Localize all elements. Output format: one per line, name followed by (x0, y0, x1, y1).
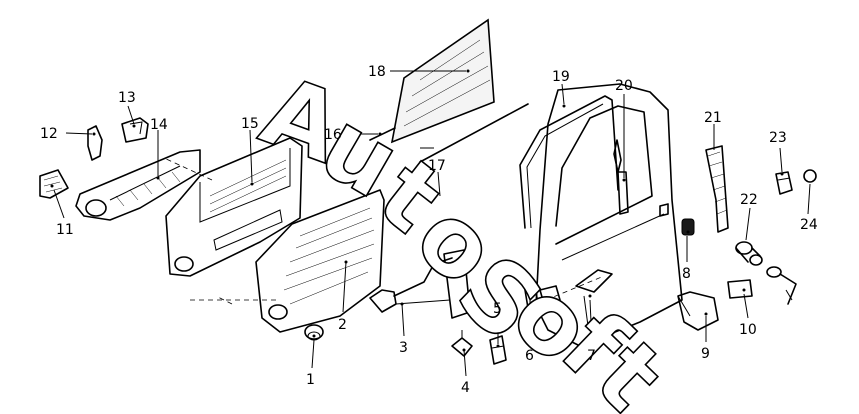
part-watershield (255, 189, 385, 333)
part-key-cylinder (766, 266, 797, 305)
callout-11: 11 (56, 222, 74, 238)
callout-7: 7 (587, 348, 596, 364)
part-door-glass (390, 18, 495, 144)
part-pillar-garnish (705, 145, 729, 233)
part-armrest-pull-handle (75, 149, 201, 221)
part-lock-cylinder (735, 241, 763, 266)
callout-23: 23 (769, 130, 787, 146)
callout-18: 18 (368, 64, 386, 80)
part-switch-bezel (39, 169, 69, 199)
part-window-regulator (369, 249, 471, 319)
callout-21: 21 (704, 110, 722, 126)
callout-10: 10 (739, 322, 757, 338)
part-door-check (677, 291, 719, 331)
part-inside-handle-lever (87, 125, 103, 161)
callout-1: 1 (306, 372, 315, 388)
callout-16: 16 (324, 127, 342, 143)
callout-14: 14 (150, 117, 168, 133)
callout-12: 12 (40, 126, 58, 142)
part-belt-moulding-strip (419, 103, 529, 163)
callout-4: 4 (461, 380, 470, 396)
part-handle-linkage (575, 269, 613, 327)
callout-20: 20 (615, 78, 633, 94)
assembly-guide-lines (163, 157, 280, 305)
callout-2: 2 (338, 317, 347, 333)
part-glass-run-channel (519, 95, 619, 229)
callout-24: 24 (800, 217, 818, 233)
part-handle-escutcheon (121, 117, 149, 143)
part-door-shell (535, 83, 683, 347)
part-mirror-mount-cover (681, 218, 695, 236)
part-door-trim-panel (165, 137, 303, 277)
callout-9: 9 (701, 346, 710, 362)
part-door-sash (613, 139, 629, 215)
callout-8: 8 (682, 266, 691, 282)
part-grommet (304, 324, 324, 341)
callout-17: 17 (428, 158, 446, 174)
callout-5: 5 (493, 301, 502, 317)
part-inner-weatherstrip (369, 127, 396, 141)
callout-3: 3 (399, 340, 408, 356)
callout-15: 15 (241, 116, 259, 132)
leader-lines (50, 69, 811, 377)
callout-numbers: 1 2 3 4 5 6 7 8 9 10 11 12 13 14 15 16 1… (40, 64, 818, 396)
part-clip (803, 169, 817, 183)
part-door-hinge (523, 279, 561, 309)
callout-19: 19 (552, 69, 570, 85)
callout-6: 6 (525, 348, 534, 364)
callout-22: 22 (740, 192, 758, 208)
part-lock-rod-clip (451, 330, 473, 357)
callout-13: 13 (118, 90, 136, 106)
part-cylinder-cover-plate (727, 279, 753, 299)
part-inside-lock-knob (775, 171, 793, 195)
